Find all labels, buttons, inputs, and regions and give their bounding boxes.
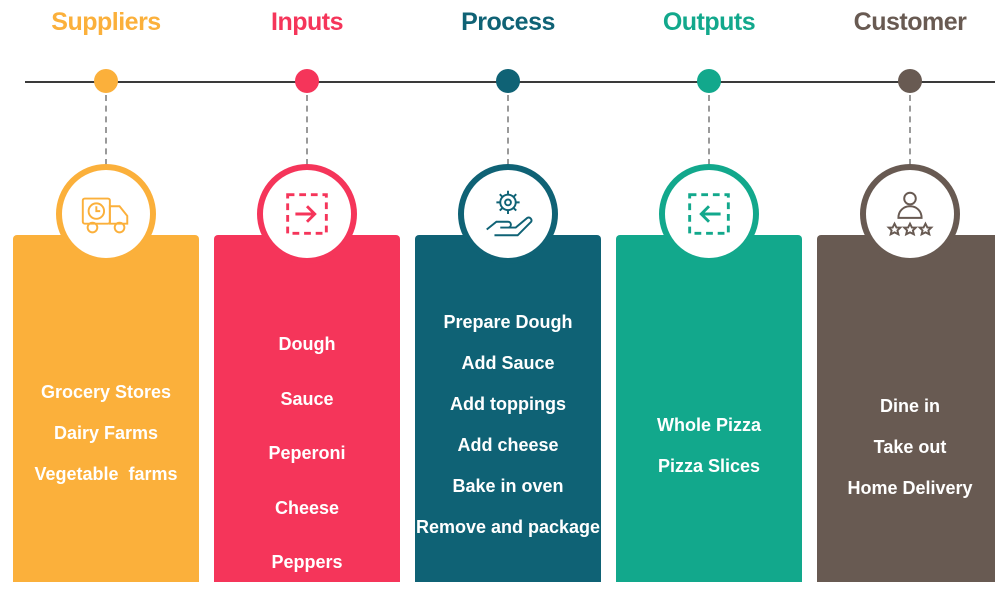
list-item: Remove and package: [415, 517, 601, 537]
list-item: Peppers: [271, 552, 343, 572]
timeline-dot: [898, 69, 922, 93]
column-customer: Customer Dine in Take out Home Delivery: [817, 0, 995, 582]
column-title: Outputs: [662, 8, 756, 36]
dashed-connector: [909, 95, 911, 165]
column-inputs: Inputs Dough Sauce Peperoni Cheese Peppe…: [214, 0, 400, 582]
list-item: Cheese: [274, 497, 340, 518]
delivery-truck-icon: [81, 197, 129, 234]
list-item: Add cheese: [457, 435, 559, 455]
icon-circle: [659, 164, 759, 264]
column-title: Inputs: [271, 8, 344, 36]
column-card: [13, 235, 199, 582]
list-item: Vegetable farms: [34, 464, 178, 484]
item-list: Dough Sauce Peperoni Cheese Peppers: [214, 317, 400, 590]
item-list: Dine in Take out Home Delivery: [817, 386, 995, 509]
list-item: Home Delivery: [847, 478, 973, 498]
column-card: [616, 235, 802, 582]
output-arrow-icon: [688, 193, 730, 235]
column-title: Customer: [853, 8, 967, 36]
column-title: Suppliers: [51, 8, 161, 36]
input-arrow-icon: [286, 193, 328, 235]
list-item: Prepare Dough: [443, 312, 573, 332]
item-list: Prepare Dough Add Sauce Add toppings Add…: [415, 302, 601, 548]
list-item: Sauce: [280, 388, 334, 409]
list-item: Take out: [873, 437, 947, 457]
dashed-connector: [507, 95, 509, 165]
timeline-dot: [697, 69, 721, 93]
column-outputs: Outputs Whole Pizza Pizza Slices: [616, 0, 802, 582]
list-item: Bake in oven: [452, 476, 564, 496]
list-item: Dairy Farms: [53, 423, 159, 443]
timeline-dot: [295, 69, 319, 93]
column-card: [415, 235, 601, 582]
column-card: [214, 235, 400, 582]
icon-circle: [56, 164, 156, 264]
timeline-dot: [496, 69, 520, 93]
column-suppliers: Suppliers Grocery Stores Dairy Farms Veg…: [13, 0, 199, 582]
column-title: Process: [461, 8, 555, 36]
icon-circle: [860, 164, 960, 264]
dashed-connector: [306, 95, 308, 165]
list-item: Peperoni: [268, 443, 346, 463]
list-item: Add toppings: [450, 394, 566, 414]
gear-hand-icon: [486, 190, 533, 237]
icon-circle: [257, 164, 357, 264]
item-list: Whole Pizza Pizza Slices: [616, 405, 802, 487]
timeline-dot: [94, 69, 118, 93]
icon-circle: [458, 164, 558, 264]
list-item: Dough: [278, 334, 336, 354]
column-card: [817, 235, 995, 582]
list-item: Grocery Stores: [40, 382, 172, 402]
list-item: Whole Pizza: [656, 415, 761, 435]
dashed-connector: [708, 95, 710, 165]
list-item: Dine in: [879, 396, 940, 416]
customer-rating-icon: [886, 191, 934, 237]
column-process: Process Prepare Dough Add Sauce Add topp…: [415, 0, 601, 582]
list-item: Pizza Slices: [657, 456, 761, 476]
dashed-connector: [105, 95, 107, 165]
item-list: Grocery Stores Dairy Farms Vegetable far…: [13, 372, 199, 495]
list-item: Add Sauce: [461, 353, 555, 373]
